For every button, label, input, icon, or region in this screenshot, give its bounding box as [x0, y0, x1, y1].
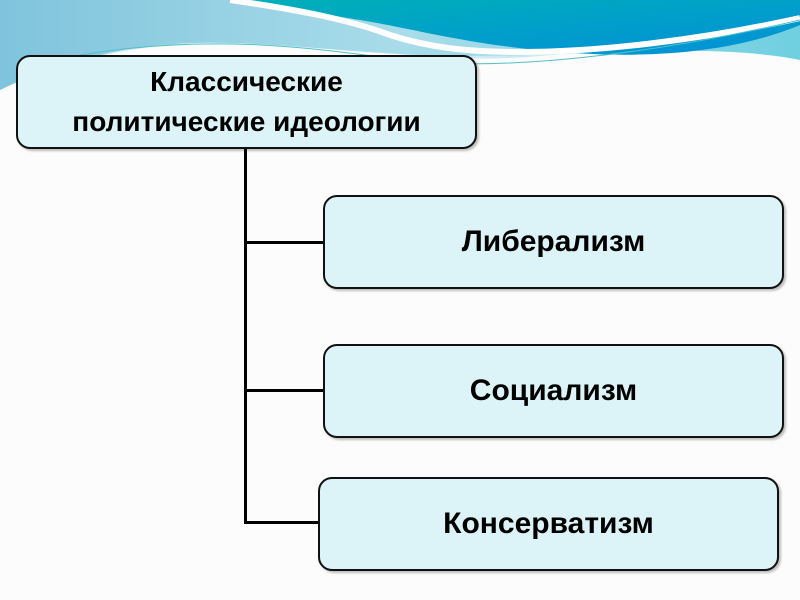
root-node: Классические политические идеологии [16, 55, 477, 149]
connector-conservatism [244, 521, 319, 524]
node-socialism: Социализм [323, 344, 784, 438]
header-wave-decoration [0, 0, 800, 90]
root-node-line2: политические идеологии [72, 106, 421, 137]
connector-socialism [244, 389, 324, 392]
connector-vertical [244, 148, 247, 524]
node-label: Консерватизм [443, 507, 654, 540]
connector-liberalism [244, 241, 324, 244]
node-label: Либерализм [461, 225, 646, 258]
node-liberalism: Либерализм [323, 195, 784, 289]
node-label: Социализм [469, 374, 638, 407]
node-conservatism: Консерватизм [318, 477, 779, 571]
root-node-line1: Классические [150, 66, 343, 97]
